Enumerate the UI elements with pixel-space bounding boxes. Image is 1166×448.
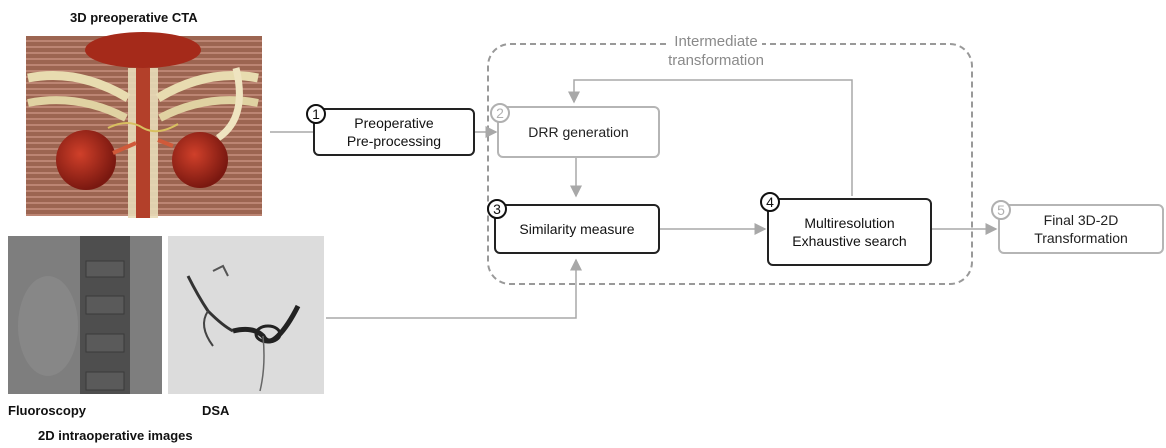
step1-line1: Preoperative — [354, 115, 434, 131]
cta-caption: 3D preoperative CTA — [70, 10, 198, 25]
step1-line2: Pre-processing — [346, 133, 442, 149]
step1-number-badge: 1 — [306, 104, 326, 124]
step2-line1: DRR generation — [528, 124, 629, 140]
dsa-caption: DSA — [202, 403, 230, 418]
step-similarity-measure: Similarity measure — [494, 204, 660, 254]
step5-line1: Final 3D-2D — [1043, 212, 1119, 228]
step-final-transformation: Final 3D-2D Transformation — [998, 204, 1164, 254]
dsa-image — [168, 236, 324, 394]
step-preoperative-preprocessing: Preoperative Pre-processing — [313, 108, 475, 156]
step5-number-badge: 5 — [991, 200, 1011, 220]
fluoroscopy-caption: Fluoroscopy — [8, 403, 87, 418]
intermediate-label-line1: Intermediate — [670, 32, 762, 51]
step-drr-generation: DRR generation — [497, 106, 660, 158]
step4-line2: Exhaustive search — [792, 233, 907, 249]
intermediate-label-line2: transformation — [668, 52, 764, 69]
fluoroscopy-image — [8, 236, 162, 394]
step3-line1: Similarity measure — [519, 221, 635, 237]
cta-volume-image — [8, 28, 270, 220]
step4-number-badge: 4 — [760, 192, 780, 212]
step4-line1: Multiresolution — [804, 215, 895, 231]
arrow-step4-feedback — [568, 79, 853, 196]
arrow-dsa-to-step3 — [326, 258, 582, 319]
step3-number-badge: 3 — [487, 199, 507, 219]
intraoperative-caption: 2D intraoperative images — [38, 428, 193, 443]
step2-number-badge: 2 — [490, 103, 510, 123]
step-multiresolution-search: Multiresolution Exhaustive search — [767, 198, 932, 266]
intermediate-label: Intermediate transformation — [616, 32, 816, 70]
step5-line2: Transformation — [1034, 230, 1128, 246]
